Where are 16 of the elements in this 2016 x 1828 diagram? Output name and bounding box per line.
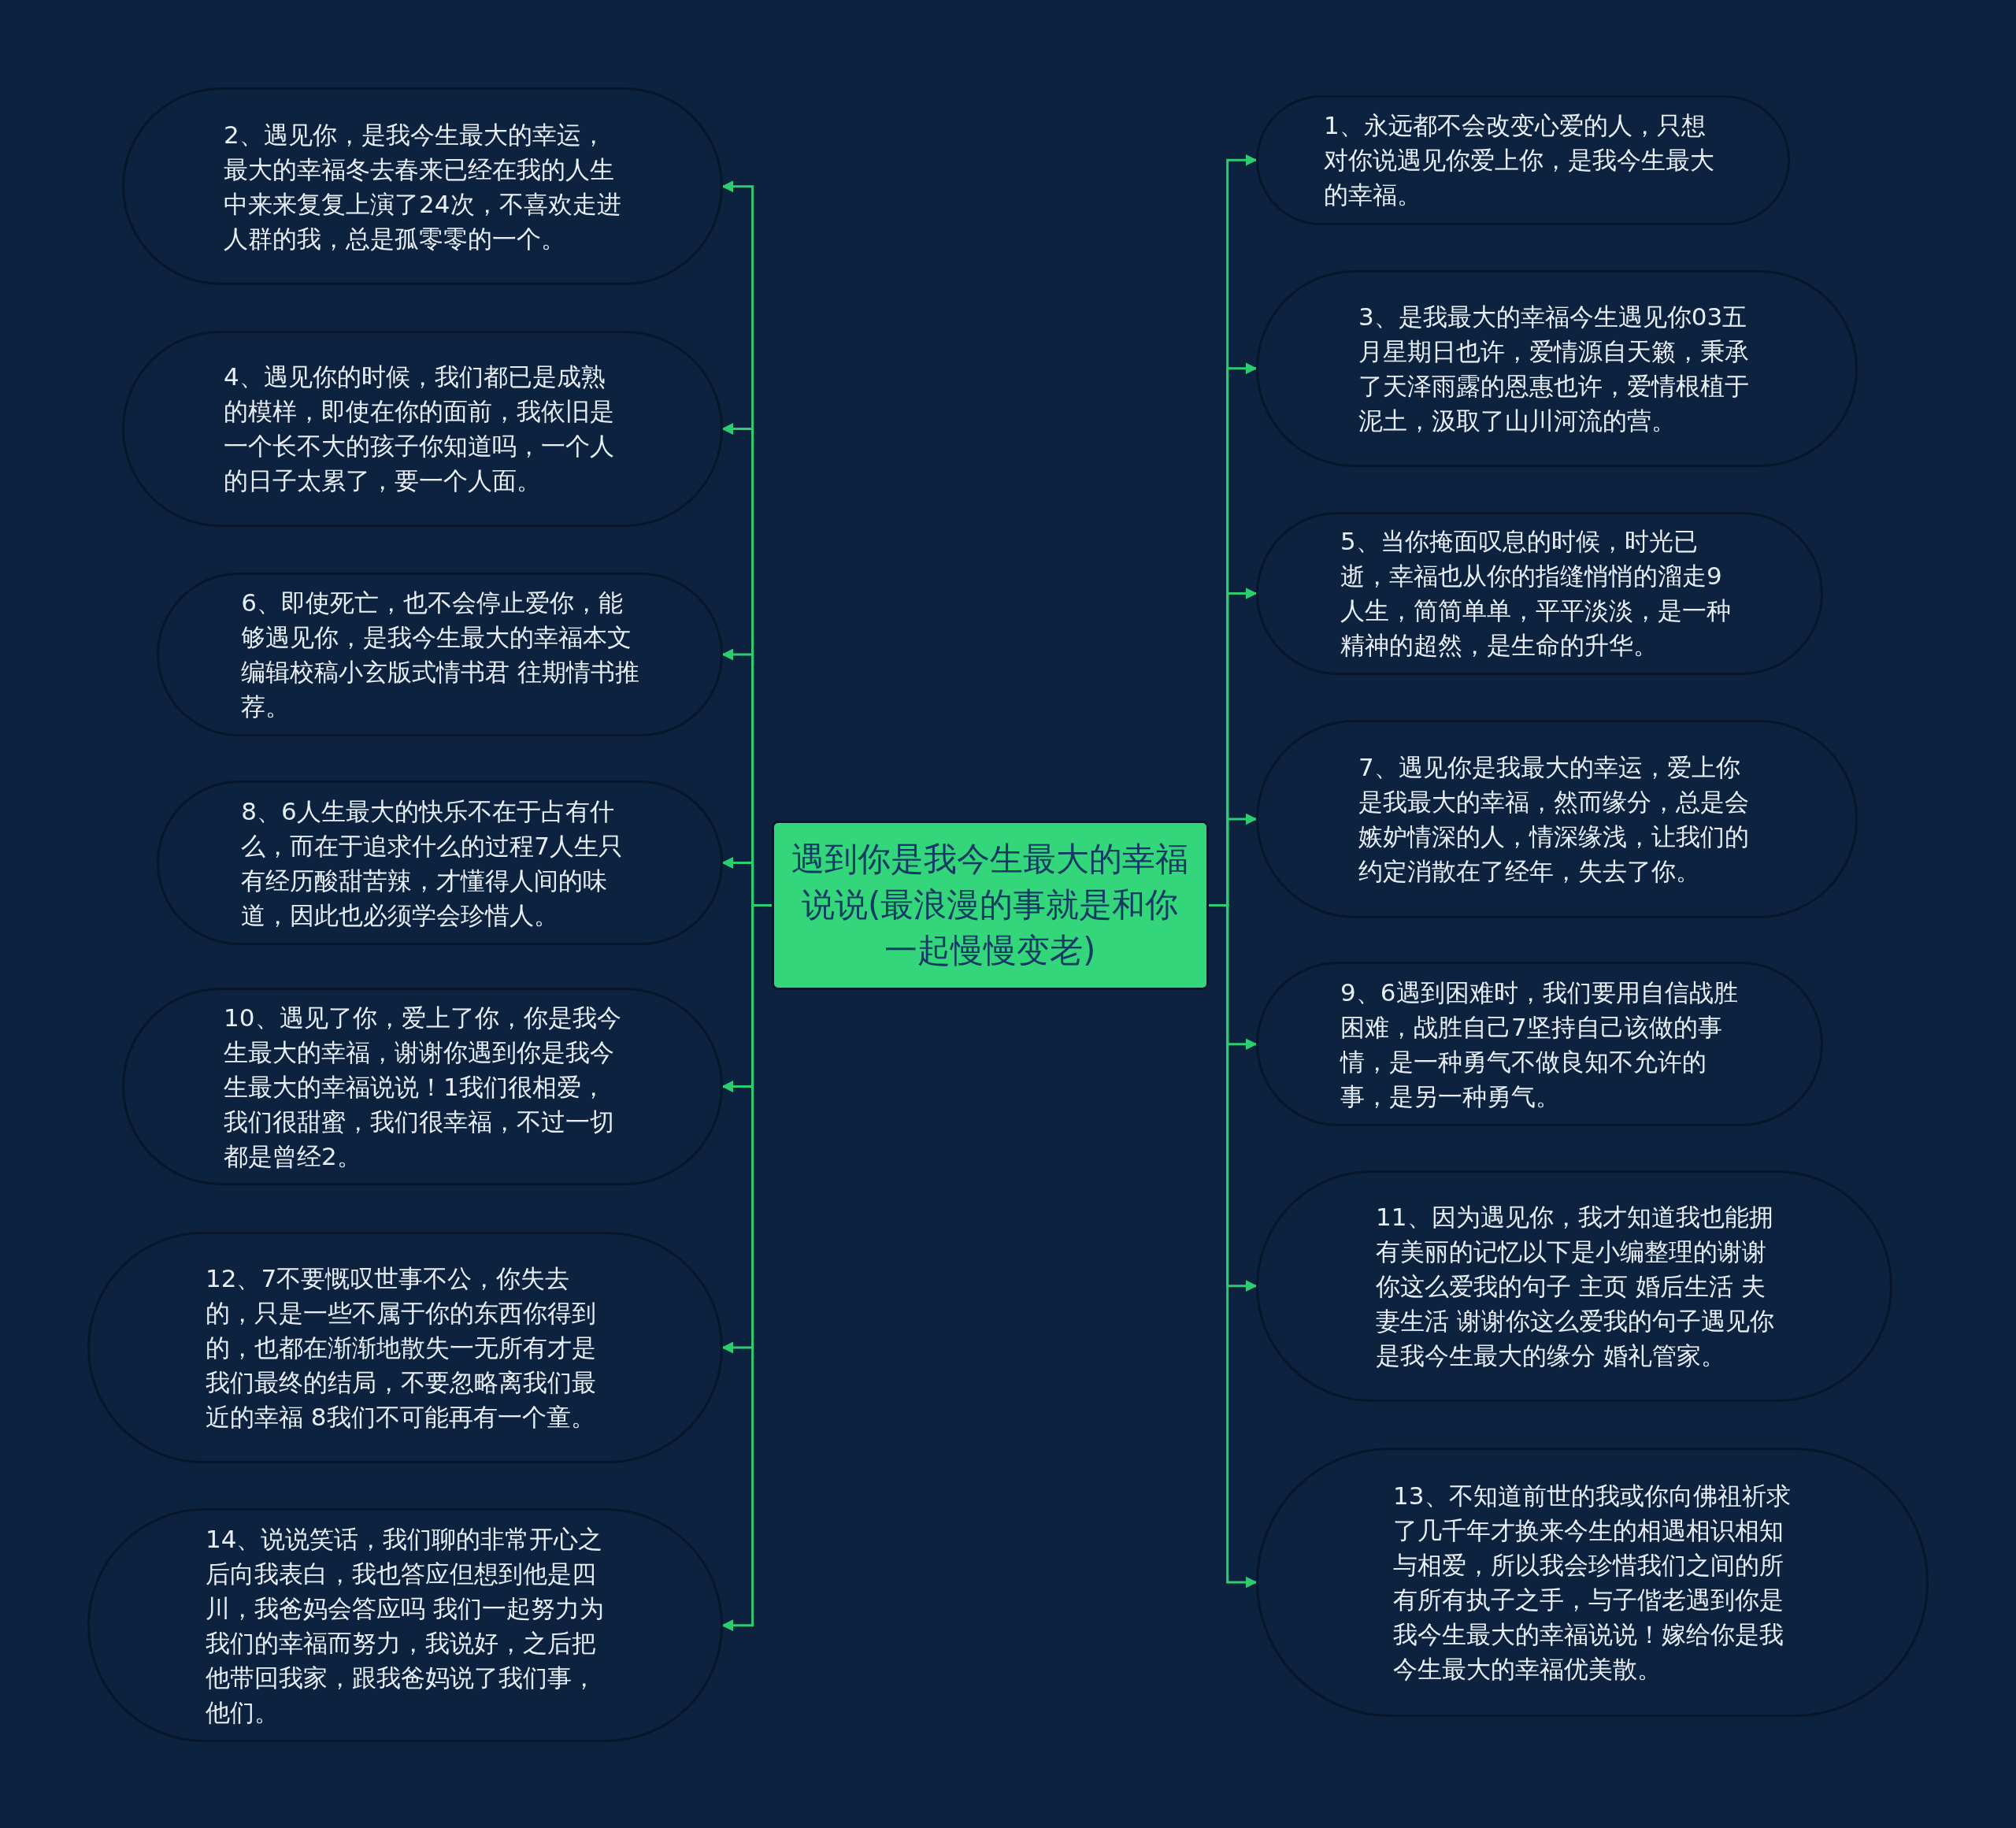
quote-text: 3、是我最大的幸福今生遇见你03五月星期日也许，爱情源自天籁，秉承了天泽雨露的恩惠也许，爱情根植于泥土，汲取了山川河流的营。 [1358, 301, 1751, 436]
quote-text: 14、说说笑话，我们聊的非常开心之后向我表白，我也答应但想到他是四川，我爸妈会答应吗 我们一起努力为我们的幸福而努力，我说好，之后把他带回我家，跟我爸妈说了我们事，他们。 [206, 1523, 605, 1728]
quote-text: 13、不知道前世的我或你向佛祖祈求了几千年才换来今生的相遇相识相知与相爱，所以我会珍惜我们之间的所有所有执子之手，与子偕老遇到你是我今生最大的幸福说说！嫁给你是我今生最大的幸福优美散。 [1393, 1480, 1792, 1685]
quote-text: 1、永远都不会改变心爱的人，只想对你说遇见你爱上你，是我今生最大的幸福。 [1324, 110, 1716, 211]
topic-title: 遇到你是我今生最大的幸福说说(最浪漫的事就是和你一起慢慢变老) [791, 839, 1190, 972]
topic-box [771, 820, 1209, 991]
quote-text: 9、6遇到困难时，我们要用自信战胜困难，战胜自己7坚持自己该做的事情，是一种勇气不做良知不允许的事，是另一种勇气。 [1340, 977, 1739, 1112]
quote-text: 7、遇见你是我最大的幸运，爱上你是我最大的幸福，然而缘分，总是会嫉妒情深的人，情深缘浅，让我们的约定消散在了经年，失去了你。 [1358, 752, 1751, 887]
quote-text: 12、7不要慨叹世事不公，你失去的，只是一些不属于你的东西你得到的，也都在渐渐地散失一无所有才是我们最终的结局，不要忽略离我们最近的幸福 8我们不可能再有一个童。 [206, 1263, 597, 1433]
quote-text: 10、遇见了你，爱上了你，你是我今生最大的幸福，谢谢你遇到你是我今生最大的幸福说说！1我们很相爱，我们很甜蜜，我们很幸福，不过一切都是曾经2。 [224, 1002, 622, 1172]
quote-text: 8、6人生最大的快乐不在于占有什么，而在于追求什么的过程7人生只有经历酸甜苦辣，才懂得人间的味道，因此也必须学会珍惜人。 [241, 795, 624, 931]
quote-text: 11、因为遇见你，我才知道我也能拥有美丽的记忆以下是小编整理的谢谢你这么爱我的句子 主页 婚后生活 夫妻生活 谢谢你这么爱我的句子遇见你是我今生最大的缘分 婚礼管家。 [1376, 1201, 1775, 1371]
quote-text: 6、即使死亡，也不会停止爱你，能够遇见你，是我今生最大的幸福本文编辑校稿小玄版式情书君 往期情书推荐。 [241, 588, 641, 722]
quote-text: 5、当你掩面叹息的时候，时光已逝，幸福也从你的指缝悄悄的溜走9人生，简简单单，平平淡淡，是一种精神的超然，是生命的升华。 [1340, 526, 1732, 662]
quote-text: 2、遇见你，是我今生最大的幸运，最大的幸福冬去春来已经在我的人生中来来复复上演了24次，不喜欢走进人群的我，总是孤零零的一个。 [224, 119, 622, 254]
quote-text: 4、遇见你的时候，我们都已是成熟的模样，即使在你的面前，我依旧是一个长不大的孩子你知道吗，一个人的日子太累了，要一个人面。 [224, 362, 616, 497]
